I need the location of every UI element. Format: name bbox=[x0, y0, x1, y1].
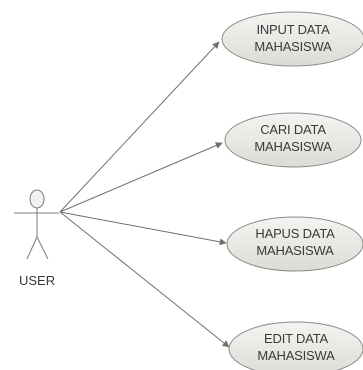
use-case-label-line2: MAHASISWA bbox=[257, 348, 335, 363]
use-case-label-line1: HAPUS DATA bbox=[255, 226, 335, 241]
actor-head bbox=[29, 189, 45, 209]
use-case-input-data-mahasiswa bbox=[221, 11, 363, 67]
use-case-label-line2: MAHASISWA bbox=[254, 39, 332, 54]
use-case-label-cari: CARI DATA MAHASISWA bbox=[243, 121, 343, 155]
use-case-label-line1: CARI DATA bbox=[260, 122, 326, 137]
association-line-edit bbox=[59, 211, 230, 348]
use-case-label-line1: EDIT DATA bbox=[264, 331, 328, 346]
actor-user bbox=[14, 189, 59, 260]
use-case-label-hapus: HAPUS DATA MAHASISWA bbox=[245, 225, 345, 259]
actor-right-leg bbox=[36, 236, 49, 260]
association-line-cari bbox=[59, 142, 223, 213]
use-case-label-line2: MAHASISWA bbox=[254, 139, 332, 154]
association-line-input bbox=[59, 41, 220, 213]
use-case-label-edit: EDIT DATA MAHASISWA bbox=[246, 330, 346, 364]
actor-label: USER bbox=[19, 273, 56, 288]
use-case-label-input: INPUT DATA MAHASISWA bbox=[243, 21, 343, 55]
use-case-edit-data-mahasiswa bbox=[228, 321, 363, 370]
use-case-label-line1: INPUT DATA bbox=[256, 22, 330, 37]
association-line-hapus bbox=[59, 211, 227, 246]
actor-left-leg bbox=[26, 236, 38, 260]
use-case-cari-data-mahasiswa bbox=[224, 112, 362, 168]
use-case-label-line2: MAHASISWA bbox=[256, 243, 334, 258]
use-case-hapus-data-mahasiswa bbox=[226, 216, 363, 272]
